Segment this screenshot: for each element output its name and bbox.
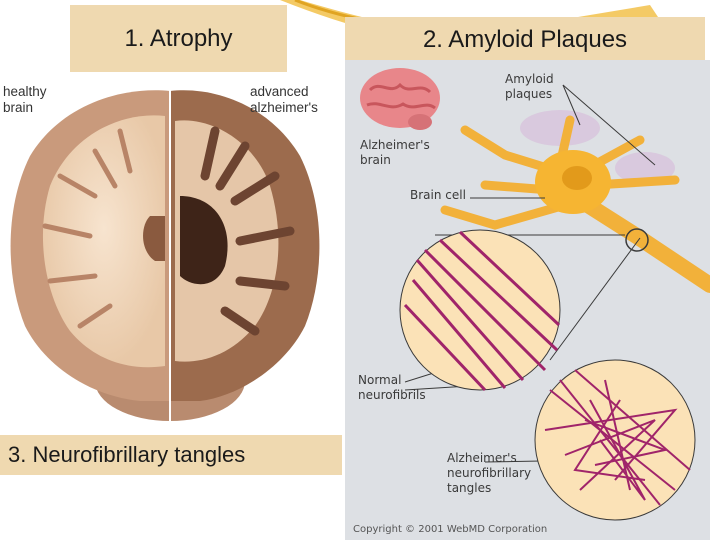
- copyright-text: Copyright © 2001 WebMD Corporation: [353, 522, 547, 537]
- brain-cross-section-image: [0, 76, 340, 426]
- brain-cell-label: Brain cell: [410, 188, 466, 203]
- healthy-brain-label: healthy brain: [3, 84, 47, 116]
- advanced-alzheimers-label: advanced alzheimer's: [250, 84, 318, 116]
- normal-neurofibrils-label: Normal neurofibrils: [358, 373, 426, 403]
- title-atrophy-text: 1. Atrophy: [124, 25, 232, 53]
- title-plaques-text: 2. Amyloid Plaques: [423, 26, 627, 54]
- title-tangles-text: 3. Neurofibrillary tangles: [8, 442, 245, 468]
- title-neurofibrillary-tangles: 3. Neurofibrillary tangles: [0, 435, 342, 475]
- title-atrophy: 1. Atrophy: [70, 5, 287, 72]
- amyloid-plaques-label: Amyloid plaques: [505, 72, 554, 102]
- title-amyloid-plaques: 2. Amyloid Plaques: [345, 17, 705, 63]
- alzheimers-brain-label: Alzheimer's brain: [360, 138, 430, 168]
- alzheimers-tangles-label: Alzheimer's neurofibrillary tangles: [447, 451, 531, 496]
